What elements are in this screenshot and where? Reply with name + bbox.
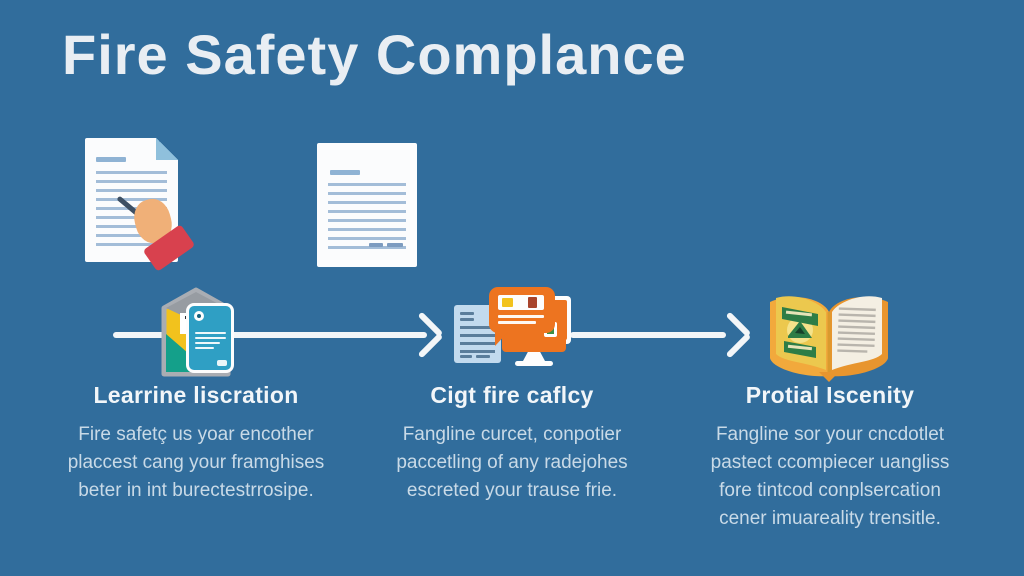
- chat-bubble-icon: [489, 287, 555, 346]
- timeline-segment-2: [570, 332, 726, 338]
- card-badge: [194, 311, 204, 321]
- step-2-heading: Cigt fire caflcy: [430, 382, 594, 408]
- timeline-segment-1: [113, 332, 427, 338]
- signature-dash: [369, 243, 383, 247]
- hand-with-pen-icon: [116, 183, 198, 272]
- page-title: Fire Safety Complance: [62, 23, 687, 86]
- book-text-lines: [837, 307, 876, 353]
- step-2-description: Fangline curcet, conpotier paccetling of…: [396, 424, 628, 501]
- step-1: Learrine liscration Fire safetç us yoar …: [26, 382, 366, 505]
- signed-document-illustration: [85, 138, 196, 272]
- step-1-heading: Learrine liscration: [93, 382, 299, 408]
- step-2: Cigt fire caflcy Fangline curcet, conpot…: [342, 382, 682, 505]
- step-3-description: Fangline sor your cncdotlet pastect ccom…: [710, 424, 950, 529]
- step-1-description: Fire safetç us yoar encother placcest ca…: [67, 424, 325, 501]
- bubble-card: [498, 295, 544, 310]
- doc-headline: [96, 157, 126, 162]
- page-fold: [156, 138, 178, 160]
- monitor-base: [515, 361, 553, 366]
- doc-headline: [330, 170, 360, 175]
- doc-text-lines: [328, 183, 406, 253]
- open-book-icon: [770, 296, 888, 382]
- step-3: Protial Iscenity Fangline sor your cncdo…: [660, 382, 1000, 533]
- signature-dash: [387, 243, 403, 247]
- blue-card-icon: [186, 303, 234, 373]
- monitor-stand: [523, 352, 545, 361]
- plain-document-illustration: [317, 143, 417, 267]
- arrow-right-icon: [725, 332, 752, 359]
- step-3-heading: Protial Iscenity: [745, 382, 915, 408]
